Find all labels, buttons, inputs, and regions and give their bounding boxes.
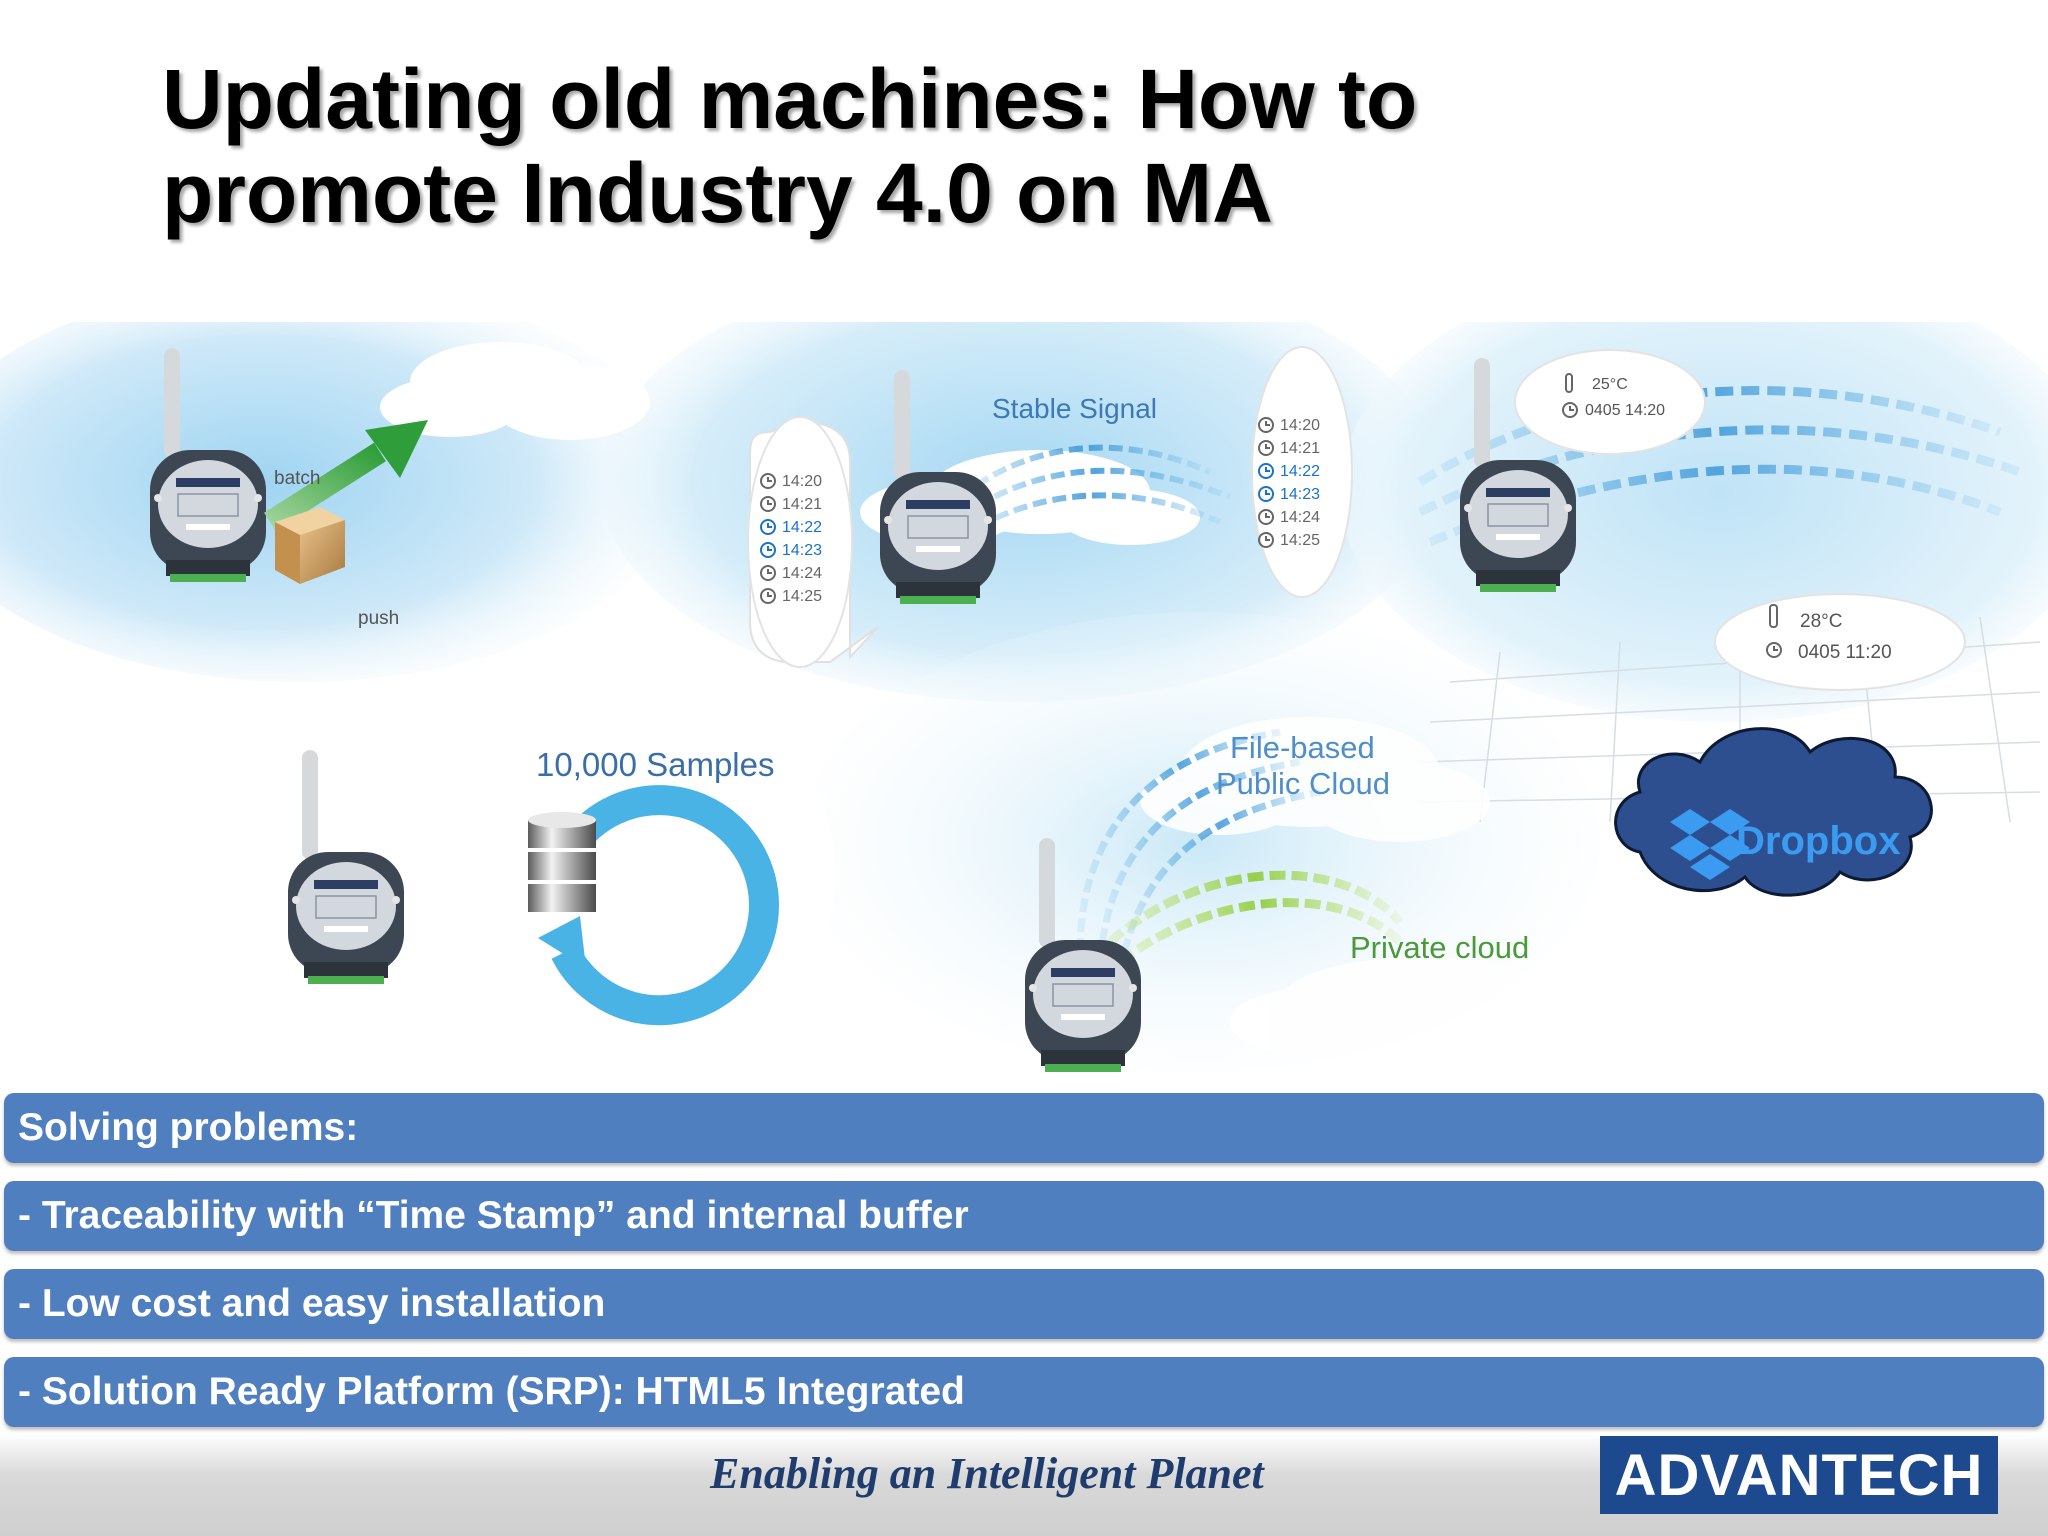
- footer-tagline: Enabling an Intelligent Planet: [710, 1449, 1264, 1498]
- stream-middle: [958, 444, 1232, 540]
- thermometer-icon: [1565, 373, 1573, 393]
- title-line-2: promote Industry 4.0 on MA: [162, 146, 1273, 240]
- time-bubble-left: 14:20 14:21 14:22 14:23 14:24 14:25: [747, 416, 879, 668]
- thermometer-icon: [1769, 604, 1778, 628]
- reading2-time: 0405 11:20: [1798, 642, 1892, 663]
- samples-label: 10,000 Samples: [536, 746, 775, 783]
- timestamp-right_bubble_times-4: 14:24: [1280, 509, 1320, 526]
- timestamp-left_bubble_times-4: 14:24: [782, 565, 822, 582]
- solving-problems-heading: Solving problems:: [4, 1093, 2044, 1163]
- private-cloud-label: Private cloud: [1350, 930, 1529, 965]
- dropbox-icon: [1670, 809, 1750, 880]
- device-samples: [287, 749, 405, 985]
- cloud-public: [1140, 717, 1490, 842]
- cloud-left: [380, 342, 650, 440]
- push-label: push: [358, 608, 399, 629]
- file-based-line2: Public Cloud: [1216, 766, 1390, 801]
- reading-bubble-top: 25°C 0405 14:20: [1514, 349, 1706, 455]
- timestamp-left_bubble_times-0: 14:20: [782, 473, 822, 490]
- buffer-ring: [551, 785, 779, 1026]
- file-based-line1: File-based: [1230, 730, 1375, 765]
- stream-public: [1076, 728, 1321, 973]
- reading2-temp: 28°C: [1800, 611, 1842, 632]
- dropbox-cloud: Dropbox: [1614, 727, 1933, 897]
- problem-item-2: - Low cost and easy installation: [4, 1269, 2044, 1339]
- iot-diagram: batch push Stable Signal 14:20 14:21 14:22…: [0, 322, 2048, 1092]
- timestamp-right_bubble_times-0: 14:20: [1280, 417, 1320, 434]
- reading-bubble-bottom: 28°C 0405 11:20: [1714, 593, 1966, 691]
- problem-item-1: - Traceability with “Time Stamp” and int…: [4, 1181, 2044, 1251]
- timestamp-right_bubble_times-2: 14:22: [1280, 463, 1320, 480]
- brand-logo-text: ADVANTECH: [1614, 1443, 1984, 1508]
- ring-arrow-head: [538, 916, 586, 968]
- timestamp-left_bubble_times-2: 14:22: [782, 519, 822, 536]
- box-icon: [275, 507, 345, 584]
- iot-diagram-graphic: batch push Stable Signal 14:20 14:21 14:22…: [0, 322, 2048, 1073]
- problem-item-3: - Solution Ready Platform (SRP): HTML5 I…: [4, 1357, 2044, 1427]
- dropbox-label: Dropbox: [1736, 819, 1900, 863]
- timestamp-right_bubble_times-3: 14:23: [1280, 486, 1320, 503]
- brand-logo: ADVANTECH: [1600, 1436, 1998, 1514]
- push-arrow-head: [365, 420, 428, 478]
- timestamp-left_bubble_times-3: 14:23: [782, 542, 822, 559]
- timestamp-left_bubble_times-5: 14:25: [782, 588, 822, 605]
- reading1-time: 0405 14:20: [1585, 402, 1665, 419]
- batch-label: batch: [274, 468, 320, 489]
- stream-private: [1107, 870, 1404, 966]
- sky-bottom: [800, 612, 1600, 1072]
- database-icon: [528, 812, 596, 912]
- timestamp-right_bubble_times-1: 14:21: [1280, 440, 1320, 457]
- timestamp-left_bubble_times-1: 14:21: [782, 496, 822, 513]
- slide-title: Updating old machines: How to promote In…: [162, 52, 1862, 240]
- timestamp-right_bubble_times-5: 14:25: [1280, 532, 1320, 549]
- reading1-temp: 25°C: [1592, 376, 1628, 393]
- title-line-1: Updating old machines: How to: [162, 52, 1418, 146]
- cloud-private: [1230, 957, 1560, 1057]
- stable-signal-label: Stable Signal: [992, 393, 1157, 424]
- time-bubble-right: 14:20 14:21 14:22 14:23 14:24 14:25: [1251, 346, 1353, 598]
